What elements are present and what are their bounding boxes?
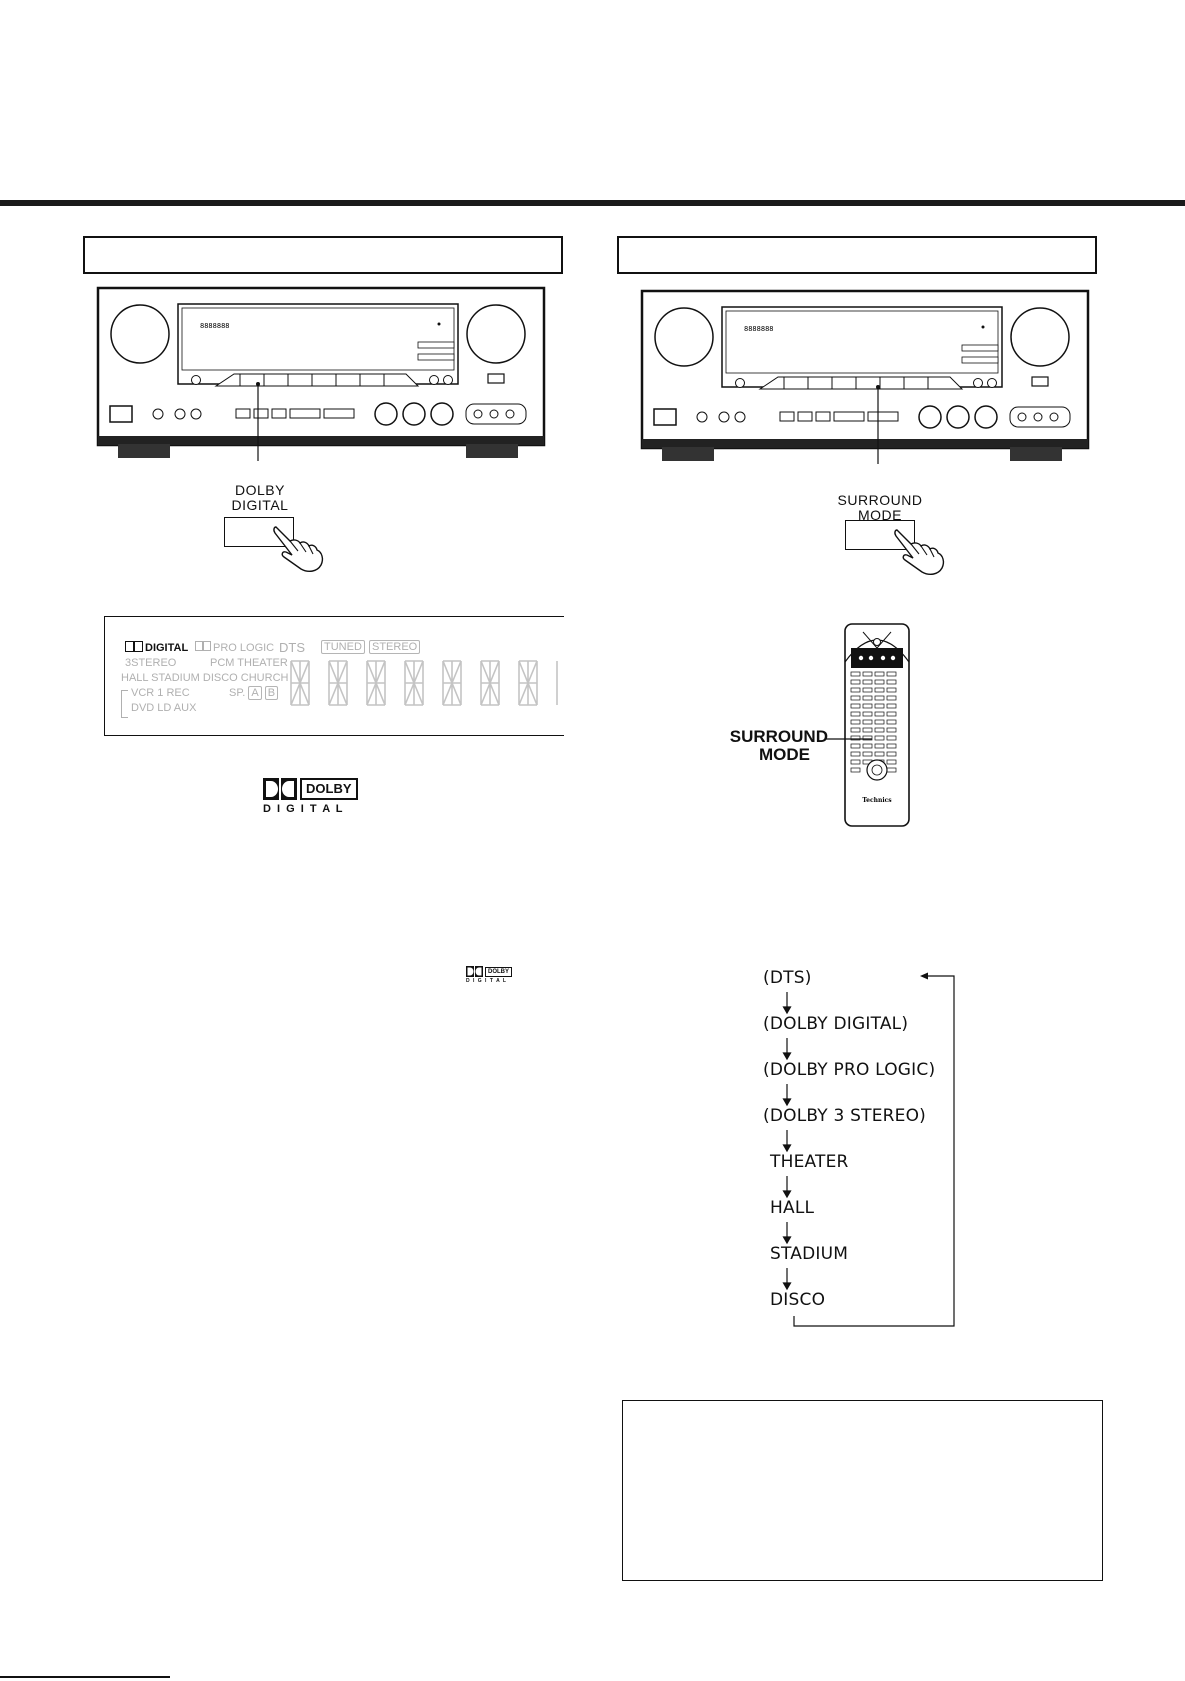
display-dts-indicator: DTS (279, 640, 305, 655)
pressing-hand-icon (273, 526, 324, 573)
sequence-item-1: (DTS) (763, 968, 812, 988)
display-vcr-rec-indicator: VCR 1 REC (131, 687, 190, 699)
note-box (622, 1400, 1103, 1581)
remote-control: Technics (844, 623, 910, 827)
display-tuned-indicator: TUNED (321, 640, 365, 654)
receiver-front-panel-left: 8888888 (96, 286, 546, 461)
dolby-digital-button-label: DOLBY DIGITAL (231, 482, 289, 513)
display-segment-characters (290, 660, 558, 706)
dolby-digital-logo-small: DOLBY D I G I T A L (466, 966, 526, 984)
dolby-logo-subtext: D I G I T A L (263, 803, 345, 815)
svg-text:8888888: 8888888 (200, 322, 230, 330)
sequence-item-5: THEATER (770, 1152, 849, 1172)
display-dolby-digital-indicator: DIGITAL (125, 641, 188, 654)
svg-text:8888888: 8888888 (744, 325, 774, 333)
left-section-header (83, 236, 563, 274)
display-stereo-indicator: STEREO (369, 640, 421, 654)
sequence-item-7: STADIUM (770, 1244, 849, 1264)
right-section-header (617, 236, 1097, 274)
sequence-item-2: (DOLBY DIGITAL) (763, 1014, 909, 1034)
display-3stereo-indicator: 3STEREO (125, 657, 177, 669)
display-bracket (121, 690, 128, 718)
double-d-icon-small (466, 966, 483, 977)
sequence-item-6: HALL (770, 1198, 815, 1218)
sequence-item-4: (DOLBY 3 STEREO) (763, 1106, 926, 1126)
remote-brand-label: Technics (862, 797, 892, 804)
front-display-panel: DIGITAL PRO LOGIC DTS TUNED STEREO 3STER… (104, 616, 564, 736)
sequence-item-3: (DOLBY PRO LOGIC) (763, 1060, 936, 1080)
display-prologic-indicator: PRO LOGIC (195, 641, 274, 654)
double-d-icon (263, 778, 297, 800)
header-rule (0, 200, 1185, 206)
surround-mode-button-label: SURROUND MODE (837, 492, 923, 523)
display-speaker-indicator: SP. A B (229, 686, 279, 700)
remote-leader-line (826, 738, 872, 740)
display-mode-indicators: HALL STADIUM DISCO CHURCH (121, 672, 289, 684)
sequence-item-8: DISCO (770, 1290, 826, 1310)
pressing-hand-icon-right (894, 529, 945, 576)
sequence-arrows (782, 972, 955, 1327)
receiver-front-panel-right: 8888888 (640, 289, 1090, 464)
display-pcm-theater-indicator: PCM THEATER (210, 657, 288, 669)
footer-rule (0, 1676, 170, 1678)
remote-surround-mode-label: SURROUND MODE (729, 727, 828, 764)
dolby-digital-logo: DOLBY D I G I T A L (263, 778, 363, 815)
display-input-indicators: DVD LD AUX (131, 702, 197, 714)
